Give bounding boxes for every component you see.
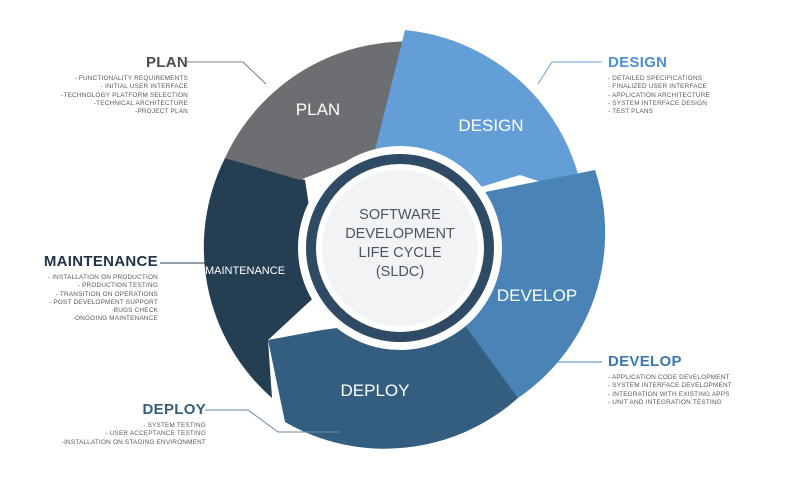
design-item: - SYSTEM INTERFACE DESIGN [608, 99, 708, 107]
plan-item: - INITIAL USER INTERFACE [100, 83, 188, 91]
center-line-3: LIFE CYCLE [359, 245, 442, 261]
develop-info-block: DEVELOP - APPLICATION CODE DEVELOPMENT -… [608, 353, 768, 407]
center-line-4: (SLDC) [376, 264, 424, 280]
maintenance-heading: MAINTENANCE [43, 253, 158, 270]
maintenance-item: - INSTALLATION ON PRODUCTION [47, 274, 158, 281]
design-item: - DETAILED SPECIFICATIONS [608, 75, 703, 82]
maintenance-item: - TRANSITION ON OPERATIONS [55, 290, 158, 298]
segment-maintenance [203, 158, 322, 398]
develop-item: - SYSTEM INTERFACE DEVELOPMENT [608, 382, 732, 390]
design-heading: DESIGN [608, 54, 668, 71]
maintenance-item: - POST DEVELOPMENT SUPPORT [49, 298, 158, 306]
center-circle [322, 170, 478, 326]
segment-label-develop: DEVELOP [497, 286, 577, 305]
leader-line-deploy [205, 409, 340, 433]
plan-item: -TECHNOLOGY PLATFORM SELECTION [61, 91, 188, 99]
segment-deploy [268, 312, 518, 449]
center-line-2: DEVELOPMENT [345, 226, 455, 242]
plan-heading: PLAN [145, 54, 188, 71]
maintenance-item: -BUGS CHECK [111, 307, 158, 315]
deploy-items: - SYSTEM TESTING - USER ACCEPTANCE TESTI… [40, 422, 206, 447]
develop-item: - INTEGRATION WITH EXISTING APPS [608, 390, 730, 398]
develop-items: - APPLICATION CODE DEVELOPMENT - SYSTEM … [608, 374, 768, 407]
plan-items: - FUNCTIONALITY REQUIREMENTS - INITIAL U… [40, 75, 188, 116]
develop-item: - UNIT AND INTEGRATION TESTING [608, 398, 722, 406]
deploy-item: -INSTALLATION ON STAGING ENVIRONMENT [61, 438, 206, 446]
maintenance-items: - INSTALLATION ON PRODUCTION - PRODUCTIO… [10, 274, 158, 324]
plan-item: -PROJECT PLAN [135, 108, 188, 116]
develop-item: - APPLICATION CODE DEVELOPMENT [608, 374, 730, 381]
leader-line-design [537, 61, 602, 85]
design-item: - TEST PLANS [608, 108, 654, 116]
maintenance-info-block: MAINTENANCE - INSTALLATION ON PRODUCTION… [10, 253, 158, 324]
segment-plan [225, 41, 420, 180]
design-item: - APPLICATION ARCHITECTURE [608, 91, 711, 99]
deploy-info-block: DEPLOY - SYSTEM TESTING - USER ACCEPTANC… [40, 401, 206, 447]
segment-label-plan: PLAN [296, 100, 340, 119]
center-line-1: SOFTWARE [359, 207, 441, 223]
design-item: - FINALIZED USER INTERFACE [608, 83, 707, 91]
design-items: - DETAILED SPECIFICATIONS - FINALIZED US… [608, 75, 758, 116]
segment-label-design: DESIGN [458, 116, 523, 135]
plan-item: -TECHNICAL ARCHITECTURE [93, 99, 188, 107]
segment-label-maintenance: MAINTENANCE [205, 265, 285, 277]
deploy-item: - SYSTEM TESTING [143, 422, 206, 429]
develop-heading: DEVELOP [608, 353, 682, 370]
deploy-heading: DEPLOY [142, 401, 206, 418]
maintenance-item: -ONGOING MAINTENANCE [72, 315, 158, 323]
segment-label-deploy: DEPLOY [341, 381, 410, 400]
leader-line-plan [185, 61, 267, 85]
plan-item: - FUNCTIONALITY REQUIREMENTS [74, 75, 188, 82]
plan-info-block: PLAN - FUNCTIONALITY REQUIREMENTS - INIT… [40, 54, 188, 116]
design-info-block: DESIGN - DETAILED SPECIFICATIONS - FINAL… [608, 54, 758, 116]
deploy-item: - USER ACCEPTANCE TESTING [105, 430, 206, 438]
maintenance-item: - PRODUCTION TESTING [77, 282, 158, 290]
